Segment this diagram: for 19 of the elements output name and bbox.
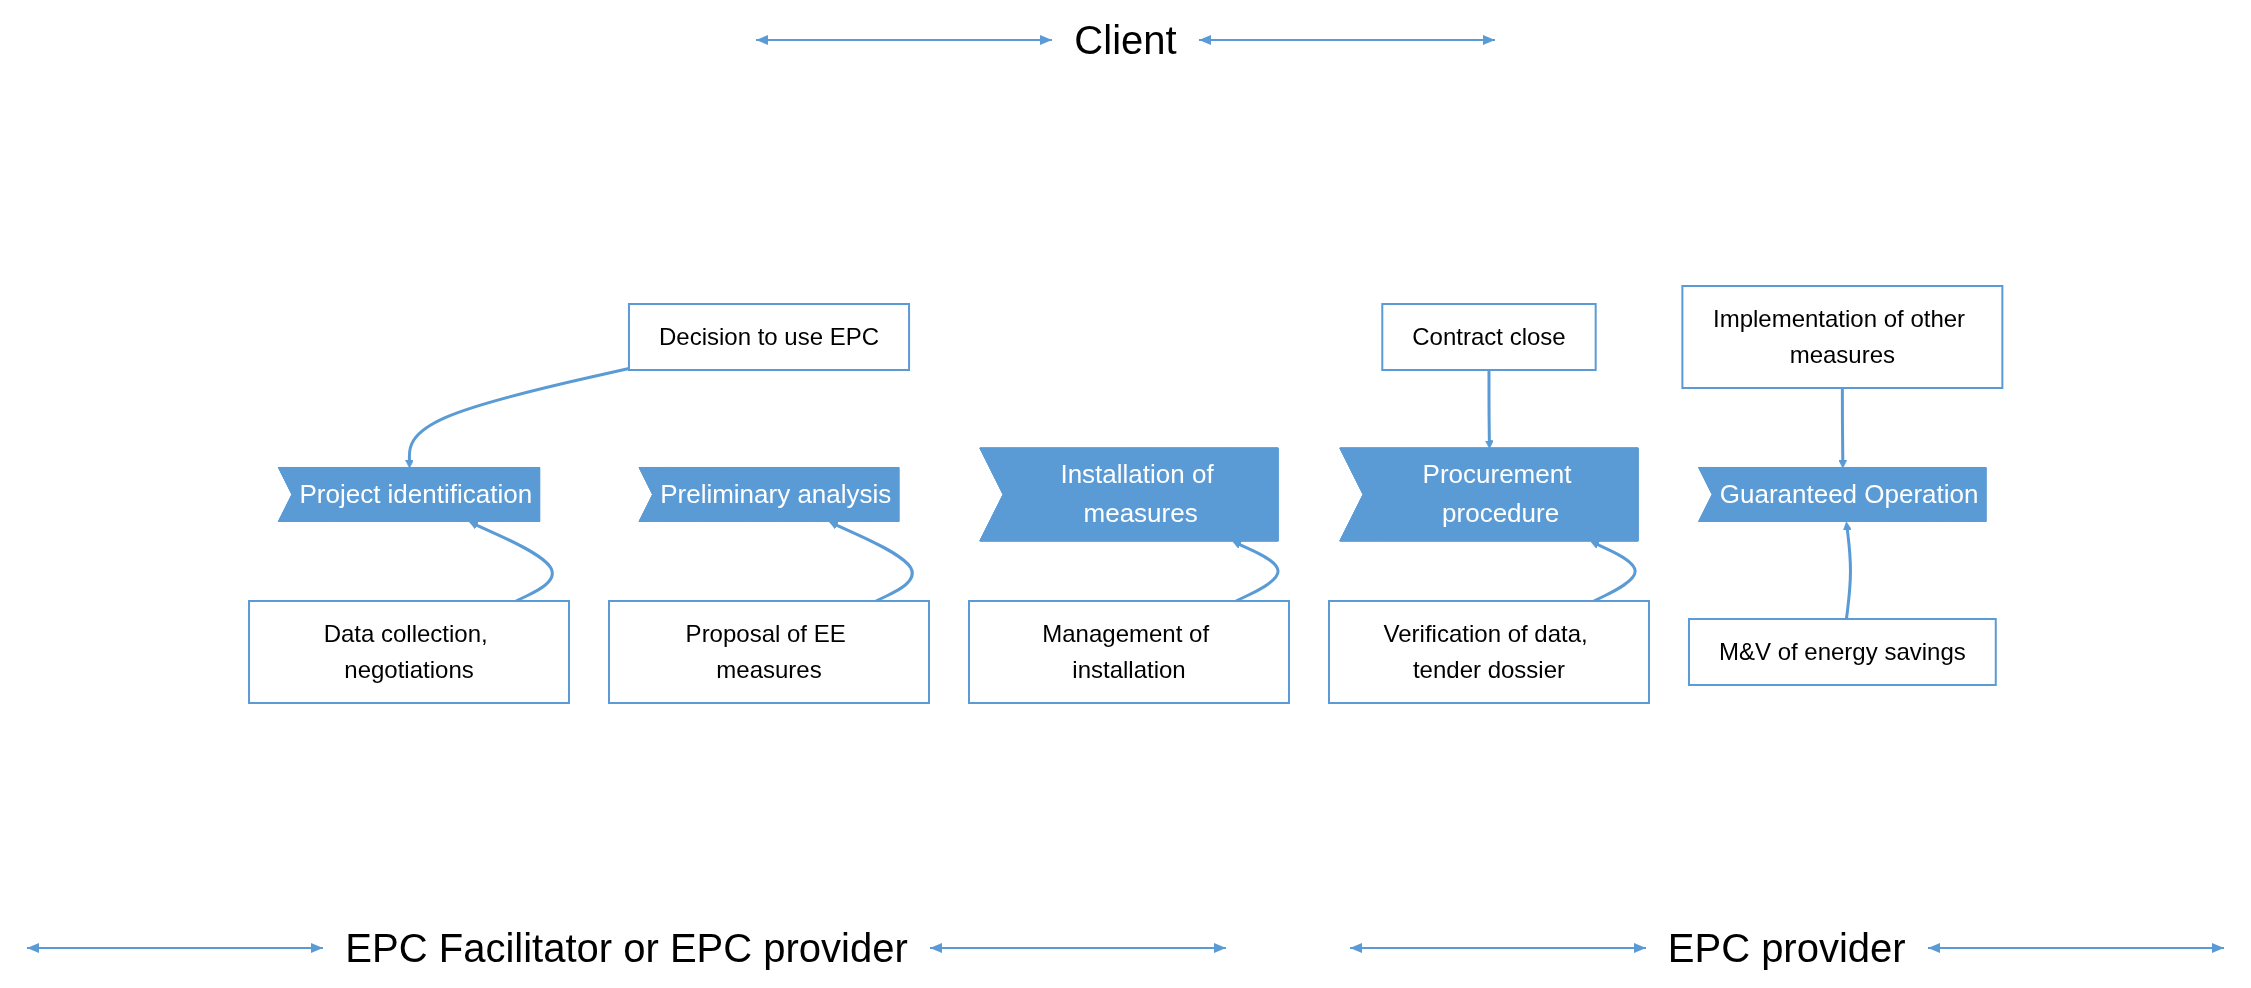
role-label: Client [1074, 17, 1177, 63]
arrow [404, 366, 630, 468]
node-box: M&V of energy savings [1687, 617, 1997, 686]
role-label: EPC Facilitator or EPC provider [345, 925, 908, 971]
role-label: EPC provider [1667, 925, 1906, 971]
node-box: Proposal of EE measures [607, 599, 930, 704]
arrow [1590, 540, 1637, 602]
node-box: Verification of data, tender dossier [1327, 599, 1650, 704]
node-box: Decision to use EPC [627, 302, 910, 371]
node-box: Implementation of other measures [1681, 284, 2004, 389]
node-box: Management of installation [967, 599, 1290, 704]
arrow [1838, 387, 1847, 468]
arrow [828, 520, 914, 602]
arrow [468, 520, 554, 602]
node-box: Contract close [1381, 302, 1597, 371]
node-box: Data collection, negotiations [247, 599, 570, 704]
arrow [1232, 540, 1280, 602]
arrow [1484, 369, 1494, 449]
arrow [1842, 521, 1852, 619]
